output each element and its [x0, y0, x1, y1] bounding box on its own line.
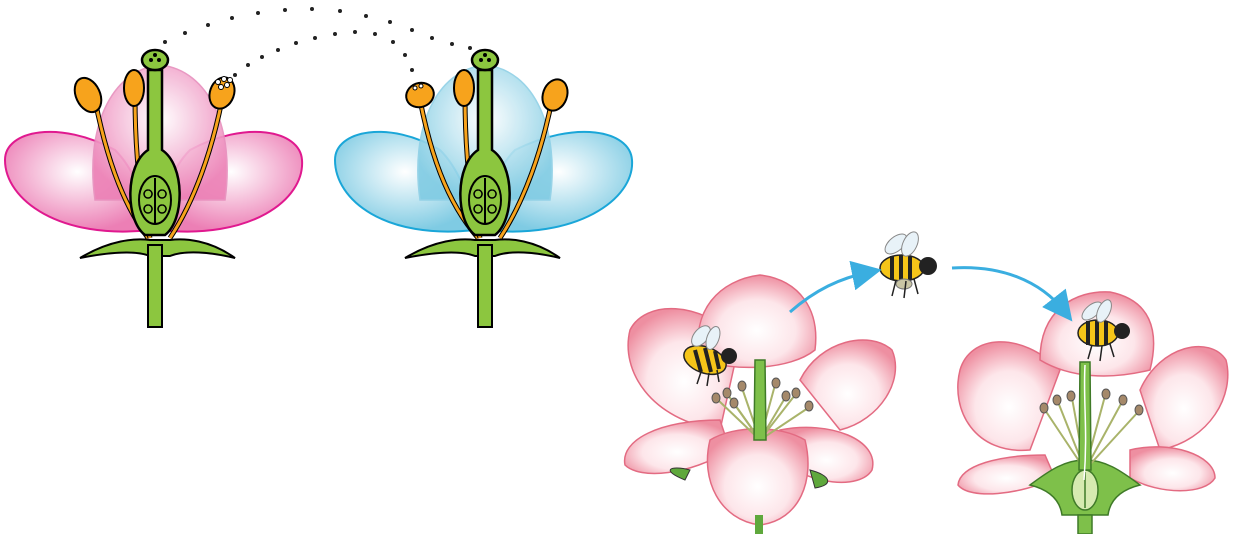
pollen-trail-self [233, 30, 414, 77]
pink-anther-left [70, 74, 107, 117]
arrow-to-flower [952, 268, 1065, 312]
blue-flower [335, 50, 632, 327]
pink-anther-middle [124, 70, 144, 106]
apple2-petal-right [1140, 347, 1228, 450]
pink-stem [148, 245, 162, 327]
apple1-petal-right [800, 340, 895, 430]
blue-anther-right [538, 76, 571, 114]
apple-flower-left [625, 275, 896, 534]
bee-in-flight [880, 229, 937, 298]
apple1-petal-front [707, 429, 808, 525]
apple2-petal-bottomright [1130, 447, 1215, 491]
blue-stem [478, 245, 492, 327]
pollen-trail-cross [163, 7, 472, 50]
apple1-pistil [754, 360, 766, 440]
pink-flower [5, 50, 302, 327]
blue-anther-middle [454, 70, 474, 106]
